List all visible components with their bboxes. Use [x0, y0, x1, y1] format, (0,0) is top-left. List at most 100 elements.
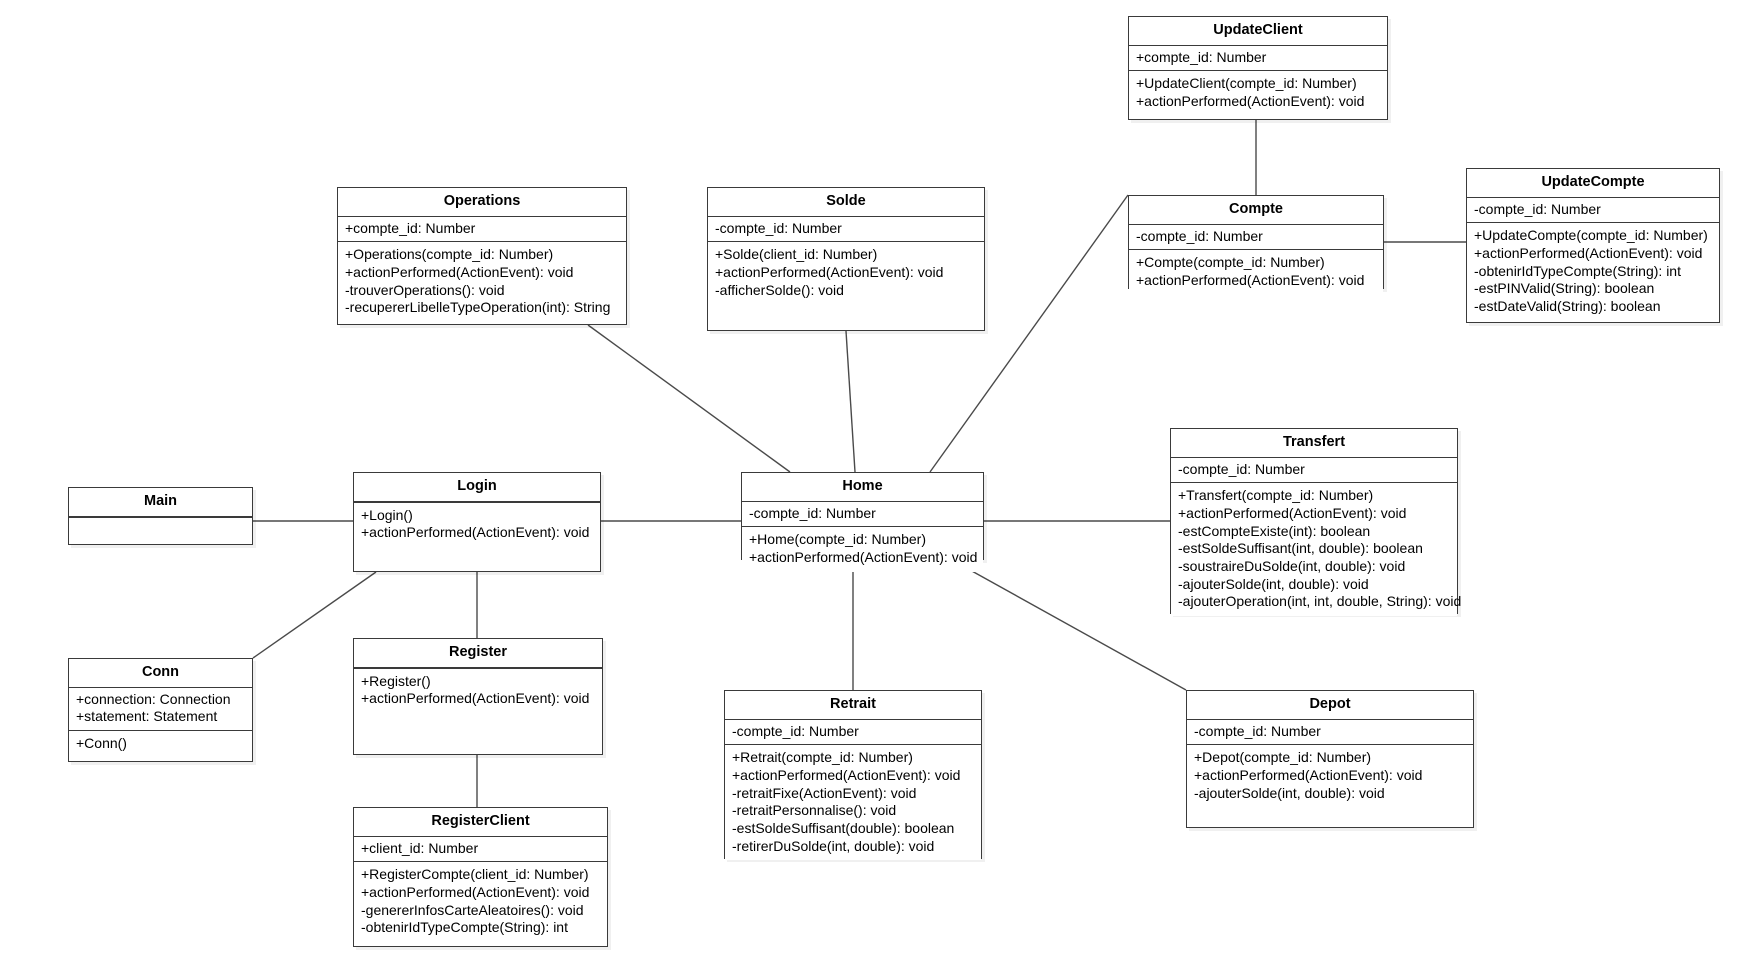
attributes-compartment-main: [69, 516, 252, 518]
attribute-item: -compte_id: Number: [1178, 460, 1305, 477]
operation-item: -soustraireDuSolde(int, double): void: [1178, 558, 1406, 575]
class-name-compte: Compte: [1129, 196, 1383, 225]
operation-item: +Solde(client_id: Number): [715, 246, 878, 263]
class-box-transfert[interactable]: Transfert-compte_id: Number+Transfert(co…: [1170, 428, 1462, 617]
attribute-item: +compte_id: Number: [1136, 48, 1267, 65]
class-box-home[interactable]: Home-compte_id: Number+Home(compte_id: N…: [741, 472, 984, 572]
operation-item: +RegisterCompte(client_id: Number): [361, 866, 589, 883]
attribute-item: -compte_id: Number: [749, 504, 876, 521]
operation-item: +actionPerformed(ActionEvent): void: [345, 264, 574, 281]
attribute-item: -compte_id: Number: [1194, 722, 1321, 739]
attribute-item: -compte_id: Number: [1136, 227, 1263, 244]
operations-compartment-register: +Register()+actionPerformed(ActionEvent)…: [354, 668, 602, 754]
attributes-compartment-updateclient: +compte_id: Number: [1129, 45, 1387, 72]
operations-compartment-depot: +Depot(compte_id: Number)+actionPerforme…: [1187, 745, 1473, 827]
operation-item: -estDateValid(String): boolean: [1474, 298, 1661, 315]
class-box-compte[interactable]: Compte -compte_id: Number +Compte(compte_i…: [1128, 195, 1384, 295]
attributes-compartment-conn: +connection: Connection+statement: State…: [69, 687, 252, 732]
attributes-compartment-register: [354, 667, 602, 669]
class-box-updatecompte[interactable]: UpdateCompte-compte_id: Number+UpdateCom…: [1466, 168, 1720, 323]
attributes-compartment-transfert: -compte_id: Number: [1171, 457, 1457, 484]
operation-item: -retraitFixe(ActionEvent): void: [732, 784, 917, 801]
attributes-compartment-solde: -compte_id: Number: [708, 216, 984, 243]
class-name-operations: Operations: [338, 188, 626, 217]
class-box-retrait[interactable]: Retrait -compte_id: Number +Retrait(compte…: [724, 690, 982, 861]
operations-compartment-compte: +Compte(compte_id: Number)+actionPerform…: [1129, 250, 1383, 295]
operation-item: +UpdateCompte(compte_id: Number): [1474, 227, 1708, 244]
operations-compartment-updateclient: +UpdateClient(compte_id: Number)+actionP…: [1129, 71, 1387, 119]
operation-item: -ajouterSolde(int, double): void: [1194, 784, 1385, 801]
operation-item: -estSoldeSuffisant(int, double): boolean: [1178, 540, 1423, 557]
operations-compartment-conn: +Conn(): [69, 731, 252, 761]
class-name-solde: Solde: [708, 188, 984, 217]
class-box-register[interactable]: Register+Register()+actionPerformed(Acti…: [353, 638, 603, 755]
operation-item: -estCompteExiste(int): boolean: [1178, 522, 1371, 539]
operations-compartment-solde: +Solde(client_id: Number)+actionPerforme…: [708, 242, 984, 330]
operation-item: +actionPerformed(ActionEvent): void: [1194, 767, 1423, 784]
operations-compartment-updatecompte: +UpdateCompte(compte_id: Number)+actionP…: [1467, 223, 1719, 322]
operation-item: +Retrait(compte_id: Number): [732, 749, 913, 766]
attribute-item: +statement: Statement: [76, 708, 218, 725]
class-box-solde[interactable]: Solde -compte_id: Number +Solde(client_id:…: [707, 187, 985, 331]
attributes-compartment-login: [354, 501, 600, 503]
attributes-compartment-registerclient: +client_id: Number: [354, 836, 607, 863]
operation-item: -obtenirIdTypeCompte(String): int: [361, 919, 568, 936]
operation-item: +Compte(compte_id: Number): [1136, 254, 1325, 271]
operation-item: +actionPerformed(ActionEvent): void: [361, 690, 590, 707]
operation-item: +actionPerformed(ActionEvent): void: [749, 549, 978, 566]
operation-item: -obtenirIdTypeCompte(String): int: [1474, 262, 1681, 279]
class-name-registerclient: RegisterClient: [354, 808, 607, 837]
class-name-conn: Conn: [69, 659, 252, 688]
attributes-compartment-retrait: -compte_id: Number: [725, 719, 981, 746]
attributes-compartment-compte: -compte_id: Number: [1129, 224, 1383, 251]
operation-item: +actionPerformed(ActionEvent): void: [361, 524, 590, 541]
operations-compartment-login: +Login()+actionPerformed(ActionEvent): v…: [354, 502, 600, 571]
association-edge-operations-home: [587, 324, 791, 473]
class-name-updatecompte: UpdateCompte: [1467, 169, 1719, 198]
class-box-depot[interactable]: Depot -compte_id: Number +Depot(compte_id:…: [1186, 690, 1474, 828]
class-name-register: Register: [354, 639, 602, 668]
operation-item: -estSoldeSuffisant(double): boolean: [732, 820, 955, 837]
operation-item: +Depot(compte_id: Number): [1194, 749, 1372, 766]
operation-item: -ajouterOperation(int, int, double, Stri…: [1178, 593, 1462, 610]
class-name-main: Main: [69, 488, 252, 517]
class-name-updateclient: UpdateClient: [1129, 17, 1387, 46]
operation-item: +actionPerformed(ActionEvent): void: [361, 884, 590, 901]
operation-item: +actionPerformed(ActionEvent): void: [1136, 93, 1365, 110]
operations-compartment-retrait: +Retrait(compte_id: Number)+actionPerfor…: [725, 745, 981, 861]
operation-item: -estPINValid(String): boolean: [1474, 280, 1655, 297]
operations-compartment-transfert: +Transfert(compte_id: Number)+actionPerf…: [1171, 483, 1462, 617]
operation-item: -recupererLibelleTypeOperation(int): Str…: [345, 299, 611, 316]
operation-item: +Login(): [361, 506, 413, 523]
operation-item: +actionPerformed(ActionEvent): void: [1136, 272, 1365, 289]
attribute-item: -compte_id: Number: [732, 722, 859, 739]
class-box-registerclient[interactable]: RegisterClient +client_id: Number +Registe…: [353, 807, 608, 947]
operation-item: -genererInfosCarteAleatoires(): void: [361, 901, 584, 918]
class-name-depot: Depot: [1187, 691, 1473, 720]
class-box-operations[interactable]: Operations+compte_id: Number+Operations(…: [337, 187, 627, 325]
class-box-login[interactable]: Login+Login()+actionPerformed(ActionEven…: [353, 472, 601, 572]
operation-item: +actionPerformed(ActionEvent): void: [732, 767, 961, 784]
attribute-item: -compte_id: Number: [715, 219, 842, 236]
association-edge-solde-home: [845, 330, 856, 473]
class-name-home: Home: [742, 473, 983, 502]
operation-item: -afficherSolde(): void: [715, 281, 844, 298]
operations-compartment-main: [69, 517, 252, 544]
class-box-main[interactable]: Main: [68, 487, 253, 545]
class-name-retrait: Retrait: [725, 691, 981, 720]
operation-item: +actionPerformed(ActionEvent): void: [1474, 245, 1703, 262]
attribute-item: +connection: Connection: [76, 690, 231, 707]
operation-item: +Transfert(compte_id: Number): [1178, 487, 1374, 504]
operation-item: -retraitPersonnalise(): void: [732, 802, 897, 819]
attributes-compartment-home: -compte_id: Number: [742, 501, 983, 528]
class-box-updateclient[interactable]: UpdateClient +compte_id: Number +UpdateCli…: [1128, 16, 1388, 120]
class-name-login: Login: [354, 473, 600, 502]
association-edge-home-depot: [951, 559, 1187, 691]
attributes-compartment-depot: -compte_id: Number: [1187, 719, 1473, 746]
operations-compartment-operations: +Operations(compte_id: Number)+actionPer…: [338, 242, 626, 324]
attributes-compartment-updatecompte: -compte_id: Number: [1467, 197, 1719, 224]
operation-item: +UpdateClient(compte_id: Number): [1136, 75, 1357, 92]
class-box-conn[interactable]: Conn+connection: Connection+statement: S…: [68, 658, 253, 762]
attribute-item: +client_id: Number: [361, 839, 479, 856]
